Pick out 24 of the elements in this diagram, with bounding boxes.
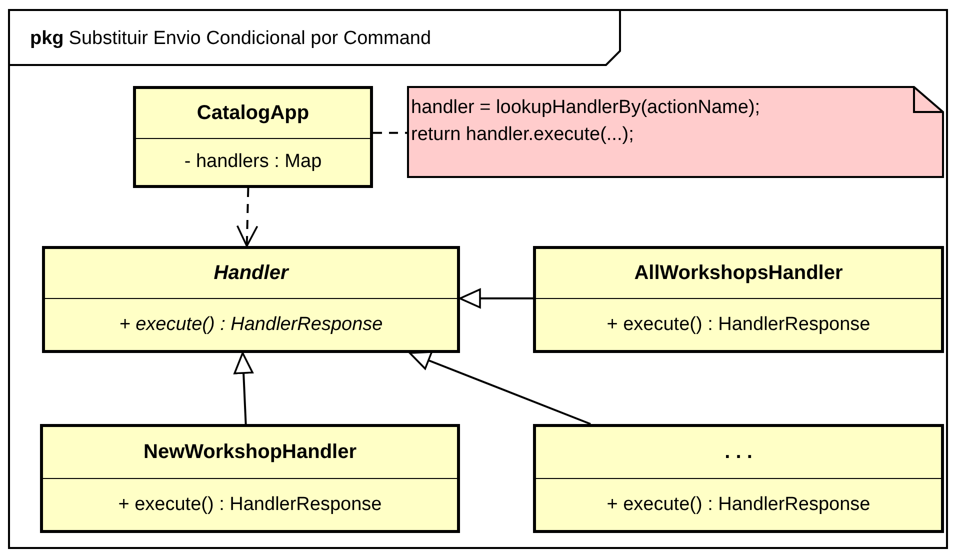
package-keyword: pkg (30, 28, 64, 50)
class-method: - handlers : Map (184, 151, 322, 173)
class-method: + execute() : HandlerResponse (606, 494, 870, 516)
class-name: AllWorkshopsHandler (634, 262, 843, 285)
class-name: NewWorkshopHandler (144, 441, 356, 464)
generalization-arrow (459, 288, 533, 308)
dependency-arrow (236, 188, 258, 247)
class-box (42, 246, 460, 353)
package-title: Substituir Envio Condicional por Command (68, 28, 432, 50)
class-name: . . . (724, 441, 752, 464)
generalization-arrow (234, 352, 254, 424)
package-frame (8, 9, 948, 549)
note-text: handler = lookupHandlerBy(actionName); return handler.execute(...); (411, 96, 762, 147)
class-box (533, 424, 944, 533)
class-method: + execute() : HandlerResponse (606, 314, 870, 336)
class-box (533, 246, 944, 353)
class-box (40, 424, 460, 533)
class-name: CatalogApp (196, 102, 310, 125)
class-name: Handler (214, 262, 288, 285)
class-method: + execute() : HandlerResponse (118, 494, 382, 516)
generalization-arrow (408, 351, 591, 425)
note-link (373, 132, 407, 134)
class-method: + execute() : HandlerResponse (119, 314, 383, 336)
class-box (133, 86, 373, 188)
